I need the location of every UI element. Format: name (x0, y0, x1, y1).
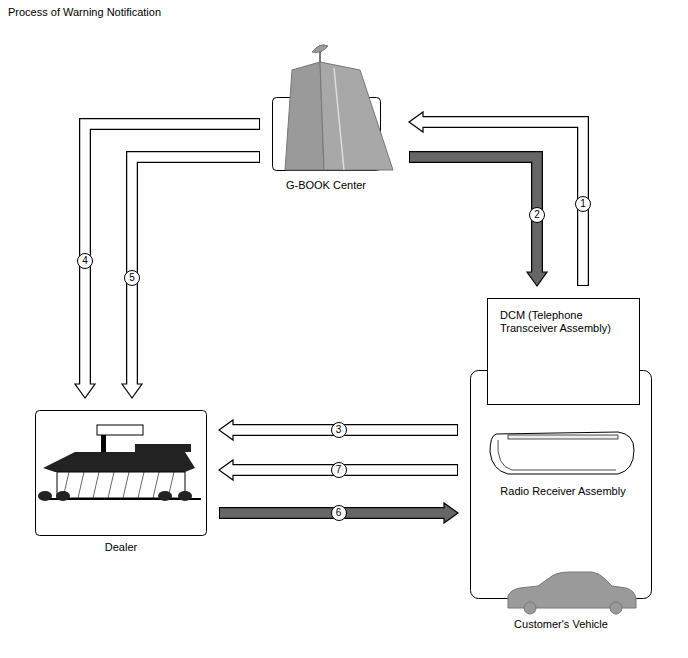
arrow-outline (85, 124, 260, 384)
node-label: Radio Receiver Assembly (488, 485, 638, 498)
callout-number: 6 (331, 505, 347, 521)
callout-number: 2 (529, 207, 545, 223)
wheel (610, 602, 622, 614)
radio-body (490, 432, 634, 474)
flow-arrow (122, 157, 260, 398)
flow-arrow (219, 420, 458, 440)
flow-arrow (219, 503, 458, 523)
node-label: G-BOOK Center (272, 179, 380, 192)
arrow-fill (422, 122, 583, 285)
shrubs (38, 491, 192, 501)
arrow-head (219, 460, 233, 480)
callout-number: 1 (575, 196, 591, 212)
arrow-fill (410, 157, 537, 273)
wheel (524, 602, 536, 614)
callout-number: 3 (331, 422, 347, 438)
canopy (43, 452, 195, 472)
dish (312, 45, 328, 53)
arrow-head (219, 420, 233, 440)
node-label: Dealer (35, 541, 207, 554)
roof (135, 444, 191, 452)
arrow-head (527, 272, 547, 286)
callout-number: 7 (331, 462, 347, 478)
vehicle-box: Customer's VehicleDCM (Telephone Transce… (470, 370, 652, 637)
node-label: Customer's Vehicle (470, 618, 652, 631)
tower-left (285, 62, 324, 170)
vehicle-illustration (470, 370, 652, 637)
diagram-title: Process of Warning Notification (8, 6, 161, 18)
radio-receiver: Radio Receiver Assembly (488, 430, 638, 504)
arrow-head (75, 384, 95, 398)
flow-arrow (219, 460, 458, 480)
flow-arrow (409, 157, 547, 286)
arrow-head (409, 112, 423, 132)
callout-number: 4 (77, 253, 93, 269)
window-lines (63, 472, 174, 498)
flow-arrow (409, 112, 583, 286)
flow-arrow (75, 124, 260, 398)
dealer-illustration (35, 410, 207, 560)
server-center: G-BOOK Center (272, 40, 397, 198)
arrow-outline (423, 122, 583, 286)
arrow-outline (132, 157, 260, 384)
radio-face (498, 440, 616, 470)
frame (36, 411, 207, 536)
arrow-fill (85, 124, 259, 385)
dealer-box: Dealer (35, 410, 207, 560)
sign (97, 425, 143, 435)
radio-slot (508, 435, 618, 439)
callout-number: 5 (124, 270, 140, 286)
tower-edge (334, 68, 344, 170)
arrow-fill (132, 157, 259, 385)
arrow-head (122, 384, 142, 398)
gbook-illustration (272, 40, 397, 198)
module-box: DCM (Telephone Transceiver Assembly) (487, 298, 640, 405)
tower-right (320, 62, 393, 170)
node-label: DCM (Telephone Transceiver Assembly) (500, 309, 630, 335)
arrow-head (444, 503, 458, 523)
arrow-outline (409, 157, 537, 272)
